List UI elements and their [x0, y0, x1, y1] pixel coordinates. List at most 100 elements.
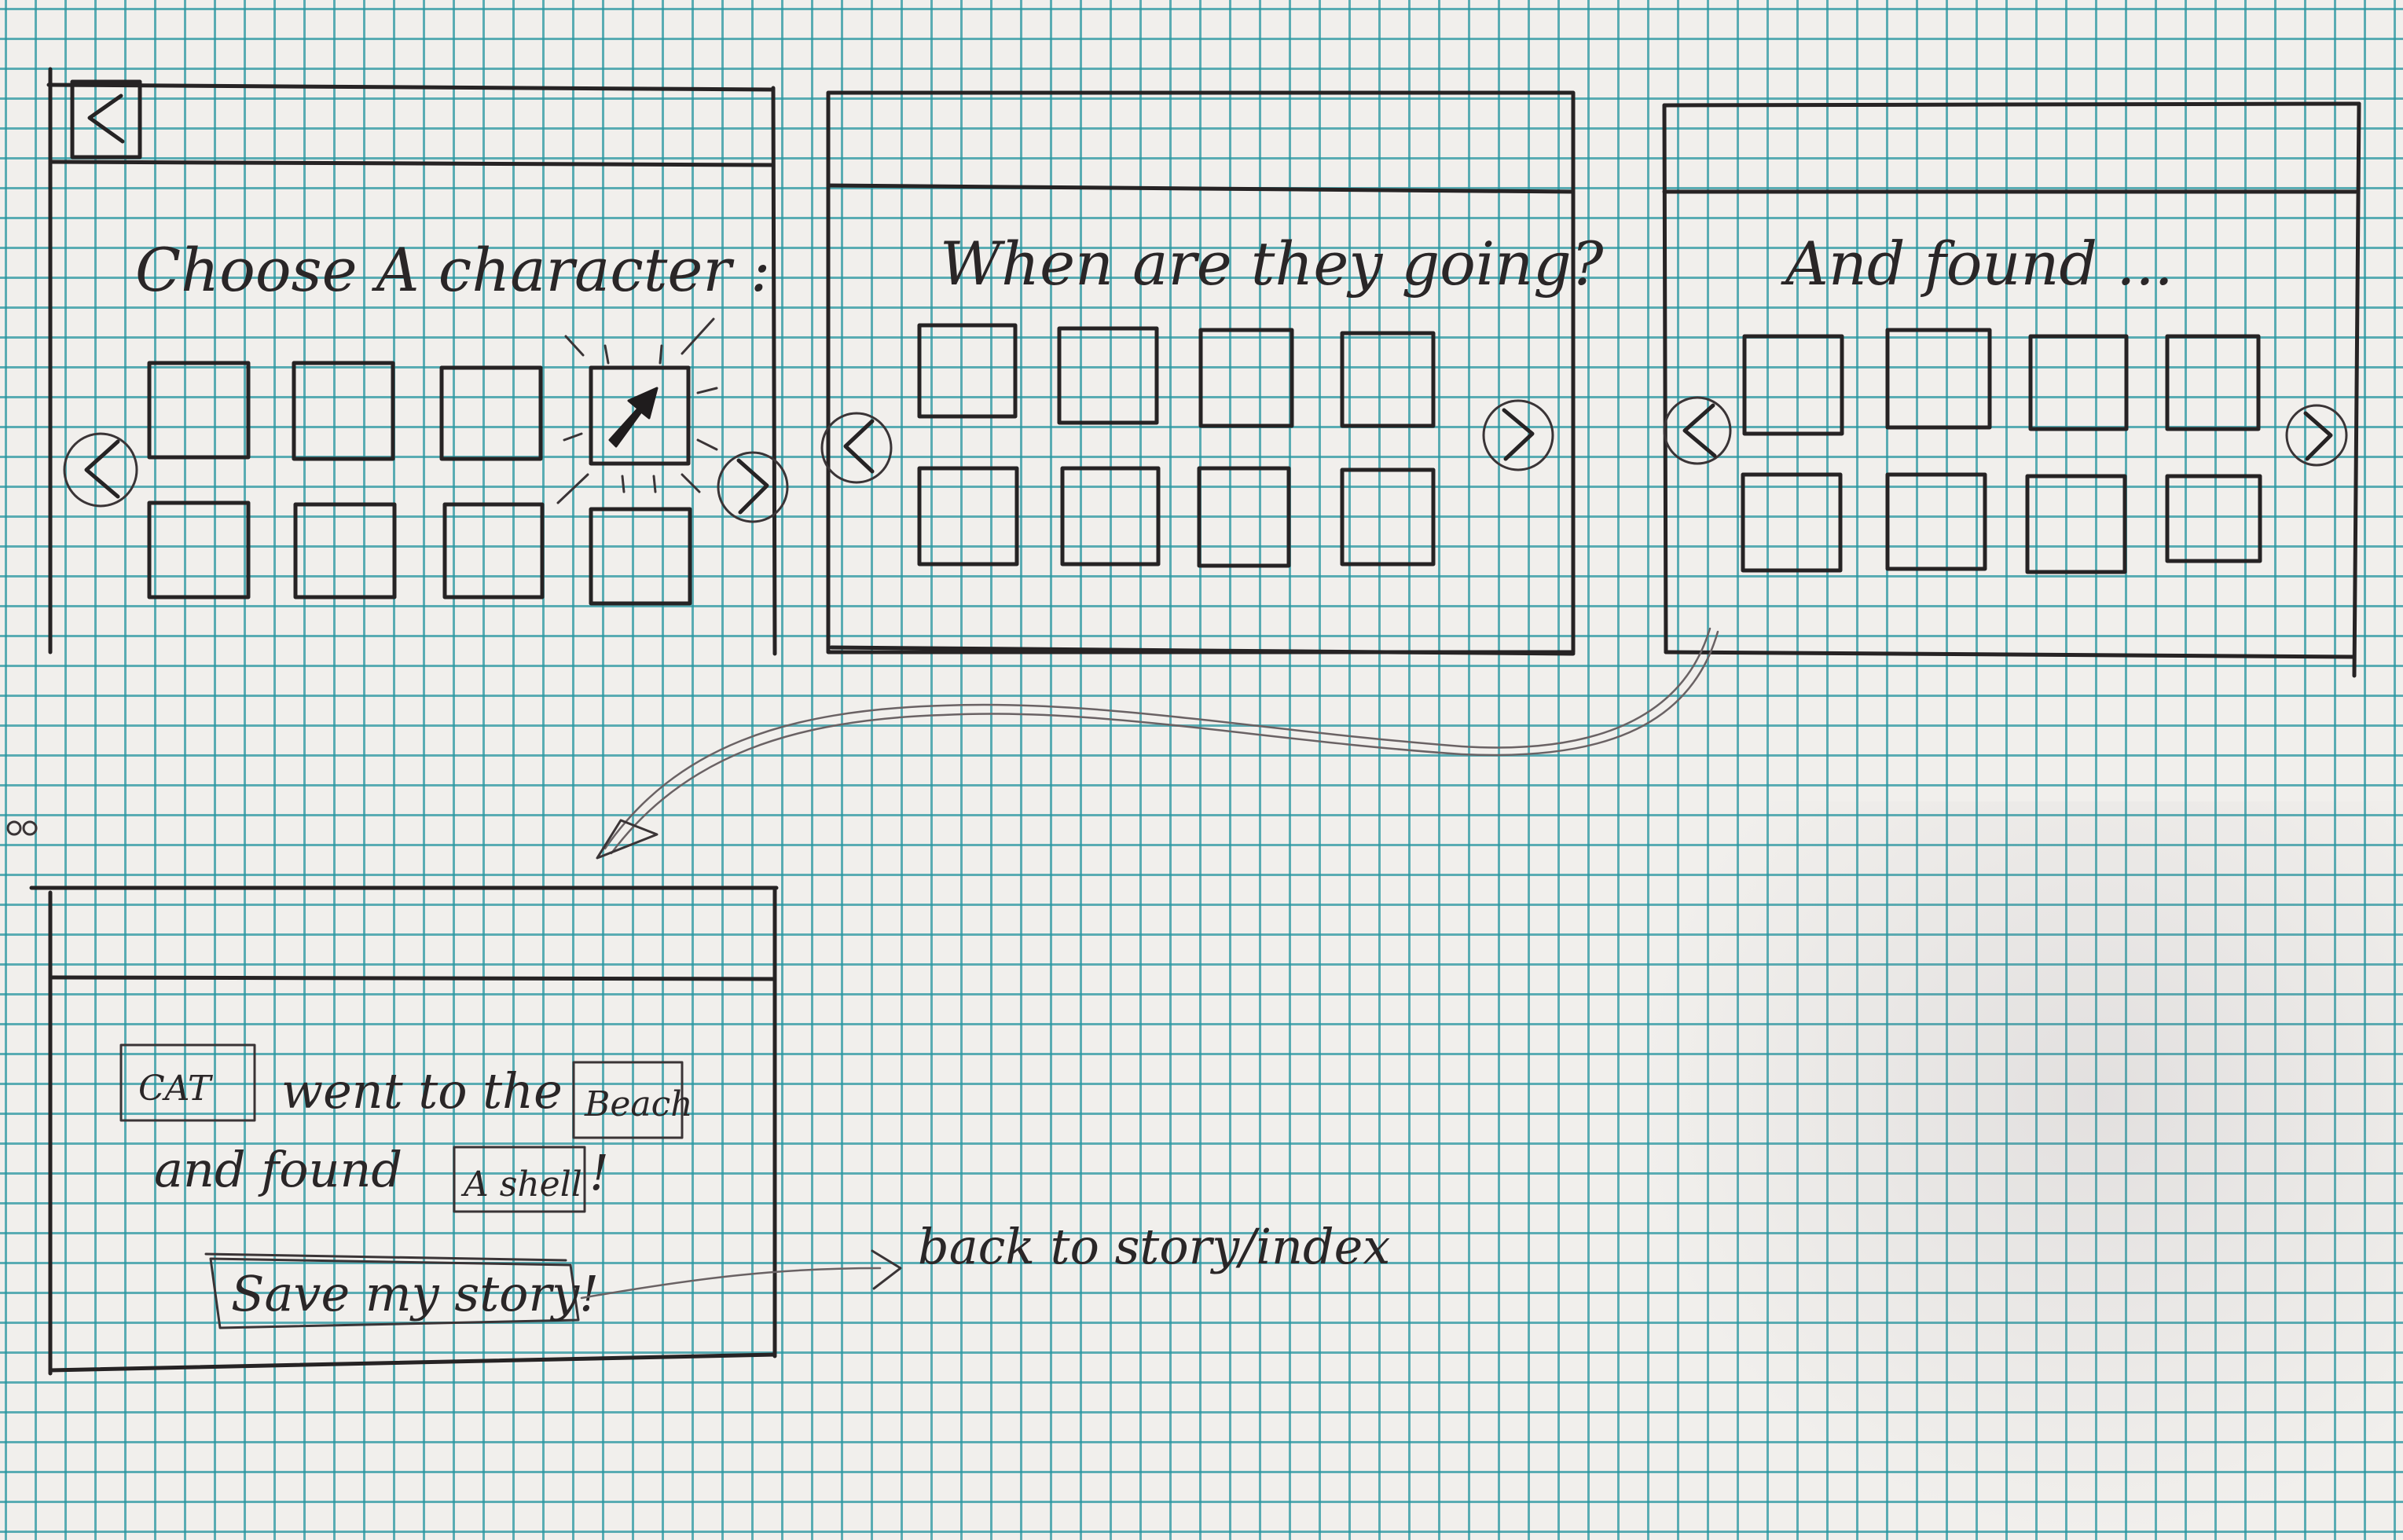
save-button-label: Save my story! — [231, 1265, 599, 1322]
back-to-index-note: back to story/index — [918, 1218, 1390, 1275]
place-tile[interactable] — [1060, 466, 1161, 566]
screen3-top-edge — [1662, 101, 2361, 108]
item-tile[interactable] — [2165, 334, 2261, 431]
sparkle-ray — [652, 475, 657, 493]
slot-item-text: A shell — [460, 1164, 582, 1204]
character-tile[interactable] — [147, 361, 251, 460]
save-flow-arrowhead — [871, 1249, 902, 1290]
next-button-circle — [717, 451, 789, 523]
next-button-screen2[interactable] — [1482, 399, 1554, 471]
slot-character-text: CAT — [138, 1069, 214, 1109]
slot-place-text: Beach — [584, 1084, 693, 1124]
chevron-right-icon — [736, 458, 769, 515]
selection-sparkle — [556, 317, 718, 504]
save-flow-line — [580, 1267, 882, 1300]
item-tile[interactable] — [2165, 474, 2262, 563]
place-tile[interactable] — [917, 323, 1018, 419]
screen2-header-divider — [826, 183, 1576, 194]
margin-doodle — [6, 820, 38, 836]
chevron-right-icon — [1502, 408, 1535, 461]
screen3-right-edge — [2352, 101, 2361, 678]
item-tile[interactable] — [1885, 472, 1987, 571]
save-button-outline — [204, 1252, 567, 1262]
prev-button-circle — [820, 412, 893, 484]
character-tile[interactable] — [589, 507, 692, 606]
sparkle-ray — [563, 432, 583, 442]
screen4-header-divider — [48, 975, 777, 981]
sparkle-ray — [556, 473, 589, 504]
story-slot-place[interactable]: Beach — [572, 1061, 693, 1139]
screen3-bottom-edge — [1664, 650, 2357, 659]
next-button-circle — [1482, 399, 1554, 471]
story-exclamation: ! — [589, 1144, 609, 1201]
back-arrow-icon — [87, 94, 125, 144]
place-tile[interactable] — [1057, 326, 1159, 425]
slot-box — [572, 1061, 684, 1139]
screen2-title: When are they going? — [940, 229, 1605, 299]
next-button-circle — [2285, 404, 2348, 467]
story-slot-character[interactable]: CAT — [119, 1043, 256, 1122]
slot-box — [453, 1146, 586, 1213]
screen1-header-divider — [48, 160, 776, 167]
screen-choose-place: When are they going? — [820, 90, 1605, 656]
screen1-title: Choose A character : — [135, 235, 770, 305]
screen-choose-item: And found ... — [1662, 101, 2361, 678]
prev-button-screen2[interactable] — [820, 412, 893, 484]
item-tile[interactable] — [1742, 334, 1844, 436]
character-tile[interactable] — [442, 502, 545, 600]
flow-arrow-line — [604, 627, 1711, 850]
character-tile[interactable] — [293, 502, 397, 600]
sparkle-ray — [564, 335, 585, 357]
place-tile[interactable] — [1197, 466, 1291, 568]
cursor-arrow-icon — [608, 387, 659, 448]
story-went-text: went to the — [281, 1062, 563, 1120]
next-button-screen3[interactable] — [2285, 404, 2348, 467]
sparkle-ray — [696, 438, 718, 451]
screen-choose-character: Choose A character : — [46, 67, 789, 656]
story-slot-item[interactable]: A shell — [453, 1146, 586, 1213]
item-tile[interactable] — [1885, 328, 1992, 430]
sparkle-ray — [604, 344, 610, 365]
item-grid — [1741, 328, 2262, 574]
screen-story-result: CAT went to the Beach and found A shell … — [29, 886, 902, 1376]
sparkle-ray — [621, 475, 626, 493]
screen1-top-edge — [46, 82, 774, 92]
flow-arrow-line — [610, 630, 1719, 855]
slot-box — [119, 1043, 256, 1122]
screen2-bottom-edge — [829, 645, 1576, 656]
screen3-title: And found ... — [1781, 229, 2174, 299]
character-grid — [147, 361, 692, 606]
prev-button-screen3[interactable] — [1663, 396, 1732, 465]
screen4-bottom-edge — [48, 1352, 777, 1373]
chevron-right-icon — [2303, 411, 2333, 461]
place-grid — [917, 323, 1436, 568]
place-tile[interactable] — [1340, 468, 1436, 566]
back-button-box — [70, 79, 142, 160]
screen3-left-edge — [1662, 103, 1668, 654]
place-tile[interactable] — [1340, 331, 1436, 428]
prev-button-screen1[interactable] — [63, 432, 138, 508]
place-tile[interactable] — [917, 466, 1019, 566]
item-tile[interactable] — [2028, 334, 2129, 431]
story-found-text: and found — [154, 1141, 402, 1198]
flow-arrow — [6, 627, 1719, 860]
sparkle-ray — [659, 344, 663, 365]
sparkle-ray — [681, 317, 715, 355]
character-tile[interactable] — [147, 500, 251, 600]
character-tile-selected[interactable] — [589, 365, 691, 466]
place-tile[interactable] — [1198, 328, 1294, 428]
back-button[interactable] — [70, 79, 142, 160]
save-story-button[interactable]: Save my story! — [204, 1252, 599, 1329]
chevron-left-icon — [843, 419, 875, 474]
next-button-screen1[interactable] — [717, 451, 789, 523]
flow-arrow-head — [596, 819, 659, 860]
prev-button-circle — [1663, 396, 1732, 465]
chevron-left-icon — [84, 439, 120, 499]
save-button-outline — [209, 1257, 580, 1329]
sparkle-ray — [696, 387, 718, 394]
character-tile[interactable] — [292, 361, 395, 461]
item-tile[interactable] — [2025, 474, 2127, 574]
item-tile[interactable] — [1741, 472, 1843, 573]
character-tile[interactable] — [439, 365, 543, 461]
